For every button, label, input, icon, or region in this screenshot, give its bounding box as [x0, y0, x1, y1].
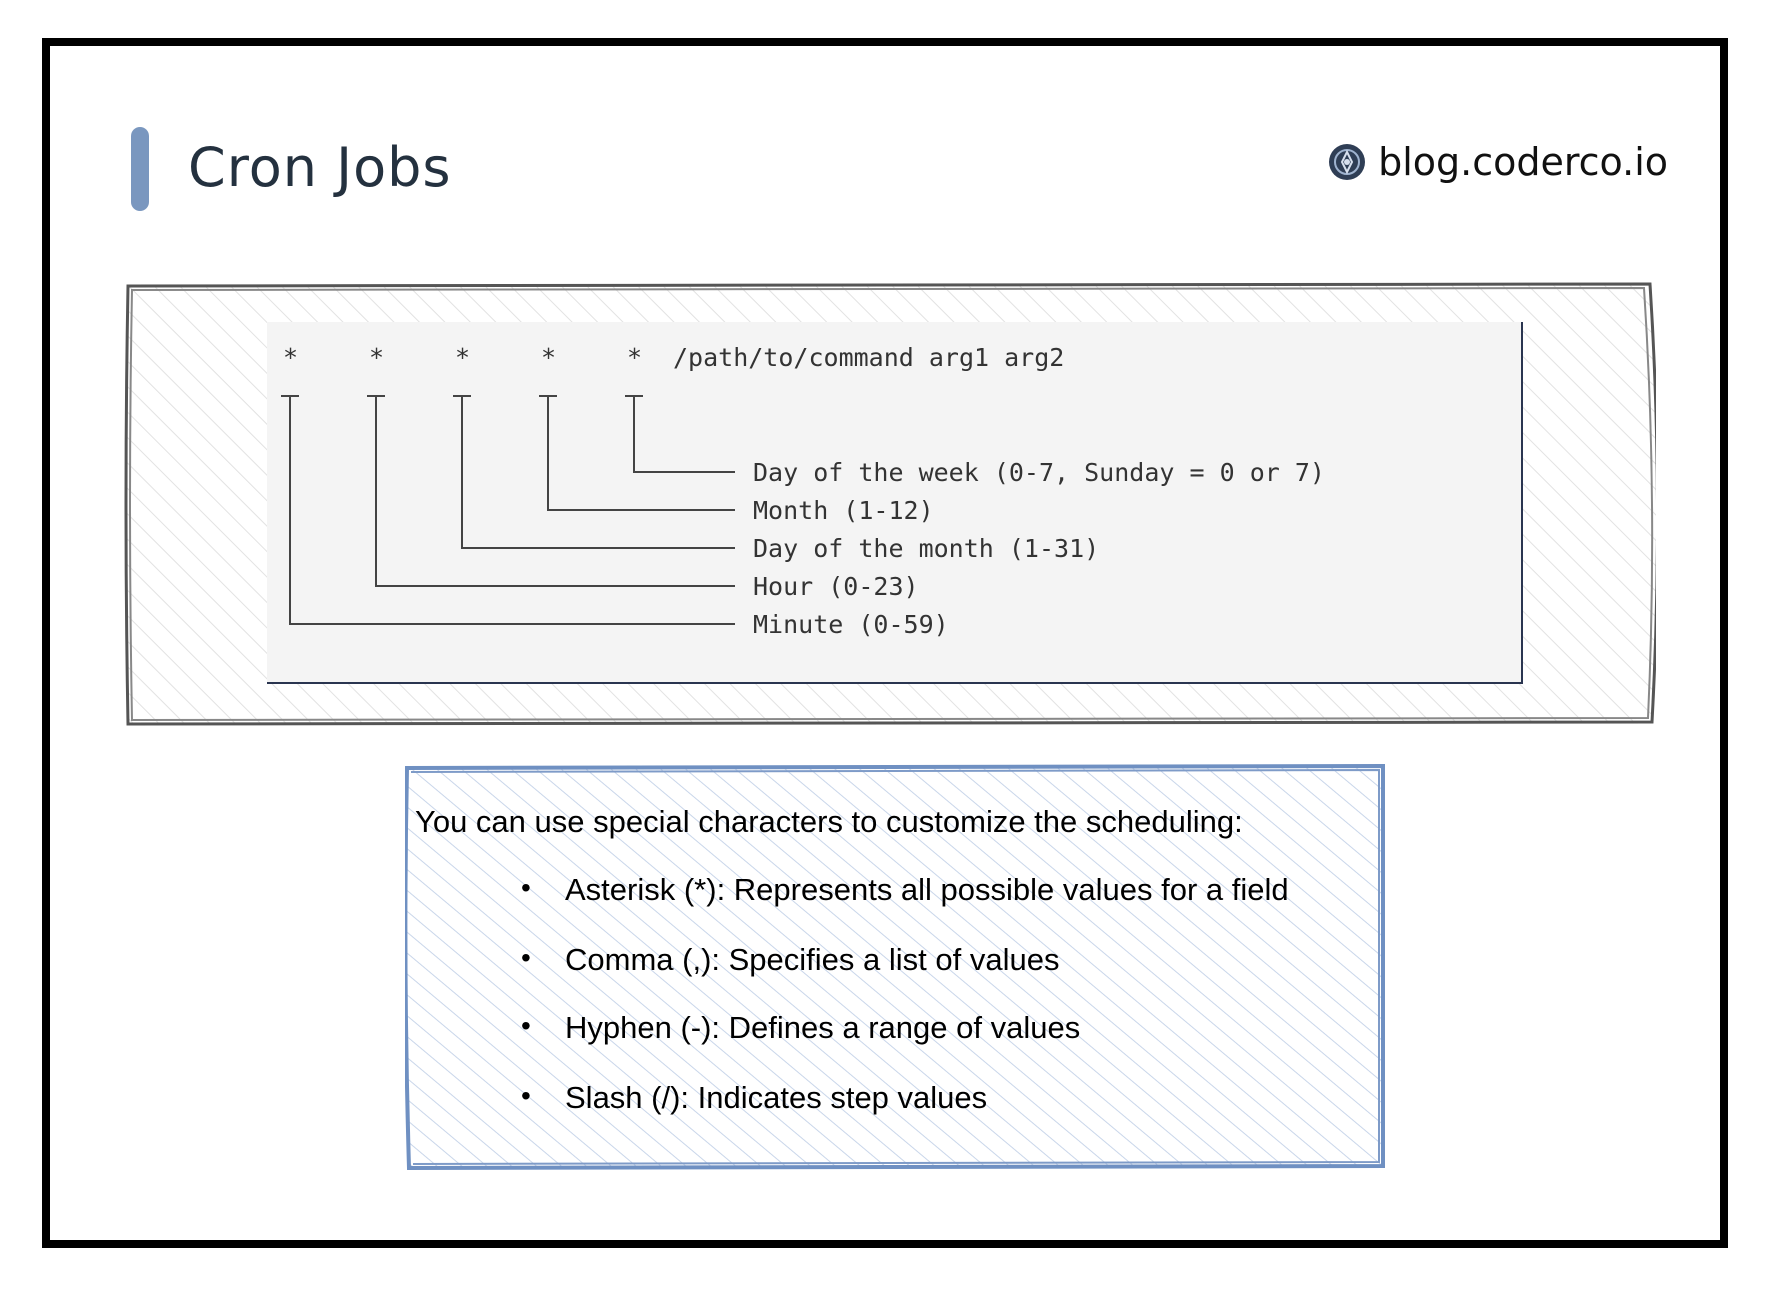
connector-day-of-month [461, 396, 735, 549]
connector-hour [375, 396, 735, 587]
field-label-month: Month (1-12) [753, 496, 934, 525]
command-text: /path/to/command arg1 arg2 [673, 343, 1064, 372]
special-characters-content: You can use special characters to custom… [405, 764, 1387, 1170]
star-day-of-week: * [627, 343, 642, 372]
list-item-text: Hyphen (-): Defines a range of values [565, 1010, 1081, 1045]
connector-minute [289, 396, 735, 625]
list-item: • Slash (/): Indicates step values [521, 1080, 988, 1116]
field-label-day-of-week: Day of the week (0-7, Sunday = 0 or 7) [753, 458, 1325, 487]
brand-logo-icon [1329, 144, 1366, 180]
star-hour: * [369, 343, 384, 372]
star-day-of-month: * [455, 343, 470, 372]
star-minute: * [283, 343, 298, 372]
brand: blog.coderco.io [1328, 140, 1668, 184]
star-month: * [541, 343, 556, 372]
field-label-hour: Hour (0-23) [753, 572, 919, 601]
cron-syntax-diagram: * * * * * /path/to/command arg1 arg2 [124, 282, 1656, 726]
text-box-sketch-border [405, 764, 1385, 1170]
intro-text: You can use special characters to custom… [415, 804, 1243, 839]
page-title: Cron Jobs [188, 136, 452, 199]
list-item-text: Slash (/): Indicates step values [565, 1080, 988, 1115]
brand-text: blog.coderco.io [1378, 140, 1668, 184]
bullet-icon: • [521, 1080, 531, 1111]
list-item: • Asterisk (*): Represents all possible … [521, 872, 1289, 908]
title-accent-bar [131, 127, 149, 211]
cron-code-panel: * * * * * /path/to/command arg1 arg2 [267, 322, 1523, 684]
list-item: • Comma (,): Specifies a list of values [521, 942, 1060, 978]
bullet-icon: • [521, 1010, 531, 1041]
special-characters-box: You can use special characters to custom… [405, 764, 1387, 1170]
list-item-text: Comma (,): Specifies a list of values [565, 942, 1060, 977]
connector-day-of-week [633, 396, 735, 473]
field-label-minute: Minute (0-59) [753, 610, 949, 639]
list-item: • Hyphen (-): Defines a range of values [521, 1010, 1081, 1046]
field-label-day-of-month: Day of the month (1-31) [753, 534, 1099, 563]
cron-field-diagram: * * * * * /path/to/command arg1 arg2 [281, 343, 1325, 639]
bullet-icon: • [521, 872, 531, 903]
bullet-icon: • [521, 942, 531, 973]
list-item-text: Asterisk (*): Represents all possible va… [565, 872, 1289, 907]
connector-month [547, 396, 735, 511]
